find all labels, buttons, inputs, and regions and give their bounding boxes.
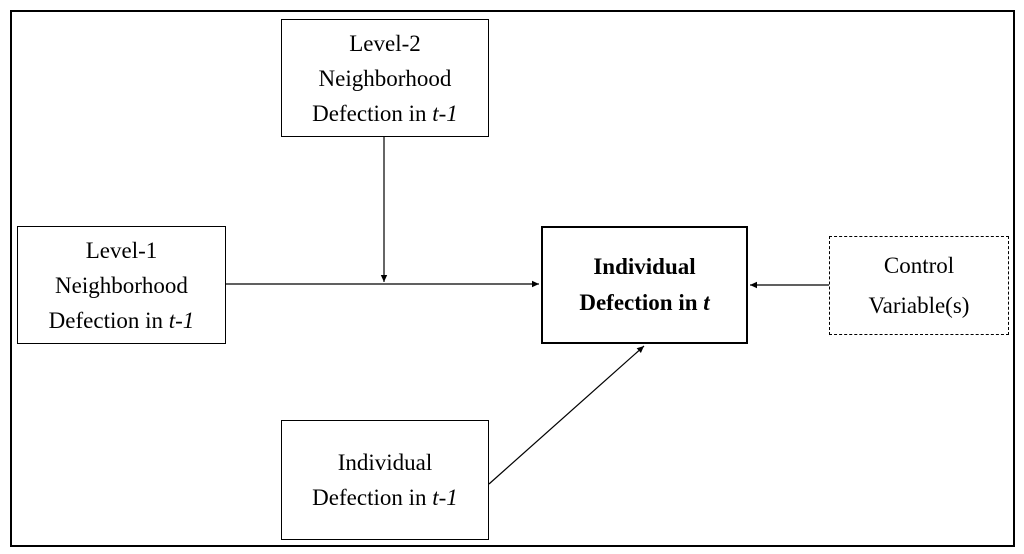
node-level1-line2: Neighborhood	[55, 272, 188, 298]
node-control-variables: Control Variable(s)	[829, 236, 1009, 335]
node-target-line1: Individual	[593, 254, 696, 279]
node-indiv-line2: Defection in t-1	[312, 480, 458, 515]
node-level2-line3-time: t-1	[432, 100, 458, 126]
node-individual-defection-target: Individual Defection in t	[541, 226, 748, 344]
node-target-line2-time: t	[703, 290, 710, 315]
node-level1-line1: Level-1	[85, 237, 158, 263]
node-individual-defection-previous: Individual Defection in t-1	[281, 420, 489, 540]
node-level2-neighborhood-defection: Level-2 Neighborhood Defection in t-1	[281, 19, 489, 137]
node-indiv-line2-time: t-1	[432, 485, 458, 510]
node-target-line2: Defection in t	[579, 285, 709, 321]
node-level1-line3: Defection in t-1	[49, 303, 195, 338]
node-level1-line3-prefix: Defection in	[48, 307, 169, 333]
node-level2-line2: Neighborhood	[318, 65, 452, 91]
node-level1-line3-time: t-1	[168, 307, 195, 333]
node-control-line2: Variable(s)	[868, 292, 970, 318]
diagram-frame	[10, 10, 1015, 547]
node-level2-line3: Defection in t-1	[312, 96, 458, 131]
node-indiv-line2-prefix: Defection in	[312, 485, 433, 510]
node-target-line2-prefix: Defection in	[579, 290, 704, 315]
node-indiv-line1: Individual	[337, 450, 433, 475]
edge-individual-prev-to-target	[488, 345, 645, 485]
node-control-line1: Control	[883, 252, 955, 278]
node-level1-neighborhood-defection: Level-1 Neighborhood Defection in t-1	[17, 226, 226, 344]
node-level2-line1: Level-2	[349, 30, 421, 56]
node-level2-line3-prefix: Defection in	[312, 100, 433, 126]
